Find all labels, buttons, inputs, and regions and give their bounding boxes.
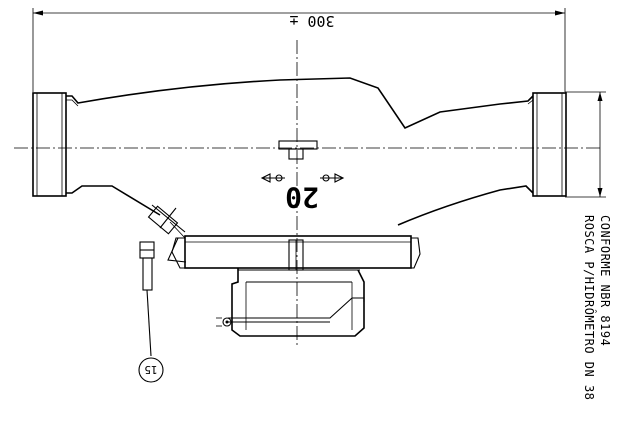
- connection-height-dimension: [565, 91, 606, 198]
- item-balloon: 15: [138, 357, 164, 383]
- nominal-size-label: 20: [285, 181, 319, 214]
- seal-detail: [147, 204, 187, 263]
- overall-length-dimension: 300 ±: [32, 8, 566, 92]
- register-housing: [216, 268, 365, 337]
- meter-body: [32, 77, 567, 226]
- side-note-line-1: ROSCA P/HIDRÔMETRO DN 38: [582, 215, 597, 400]
- balloon-number-label: 15: [144, 363, 157, 376]
- side-note: ROSCA P/HIDRÔMETRO DN 38 CONFORME NBR 81…: [582, 215, 612, 400]
- lead-seal: [139, 241, 155, 357]
- dimension-length-label: 300 ±: [289, 12, 334, 30]
- nominal-size-mark: 20: [260, 140, 345, 214]
- side-note-line-2: CONFORME NBR 8194: [598, 215, 612, 346]
- register-flange: [171, 235, 421, 271]
